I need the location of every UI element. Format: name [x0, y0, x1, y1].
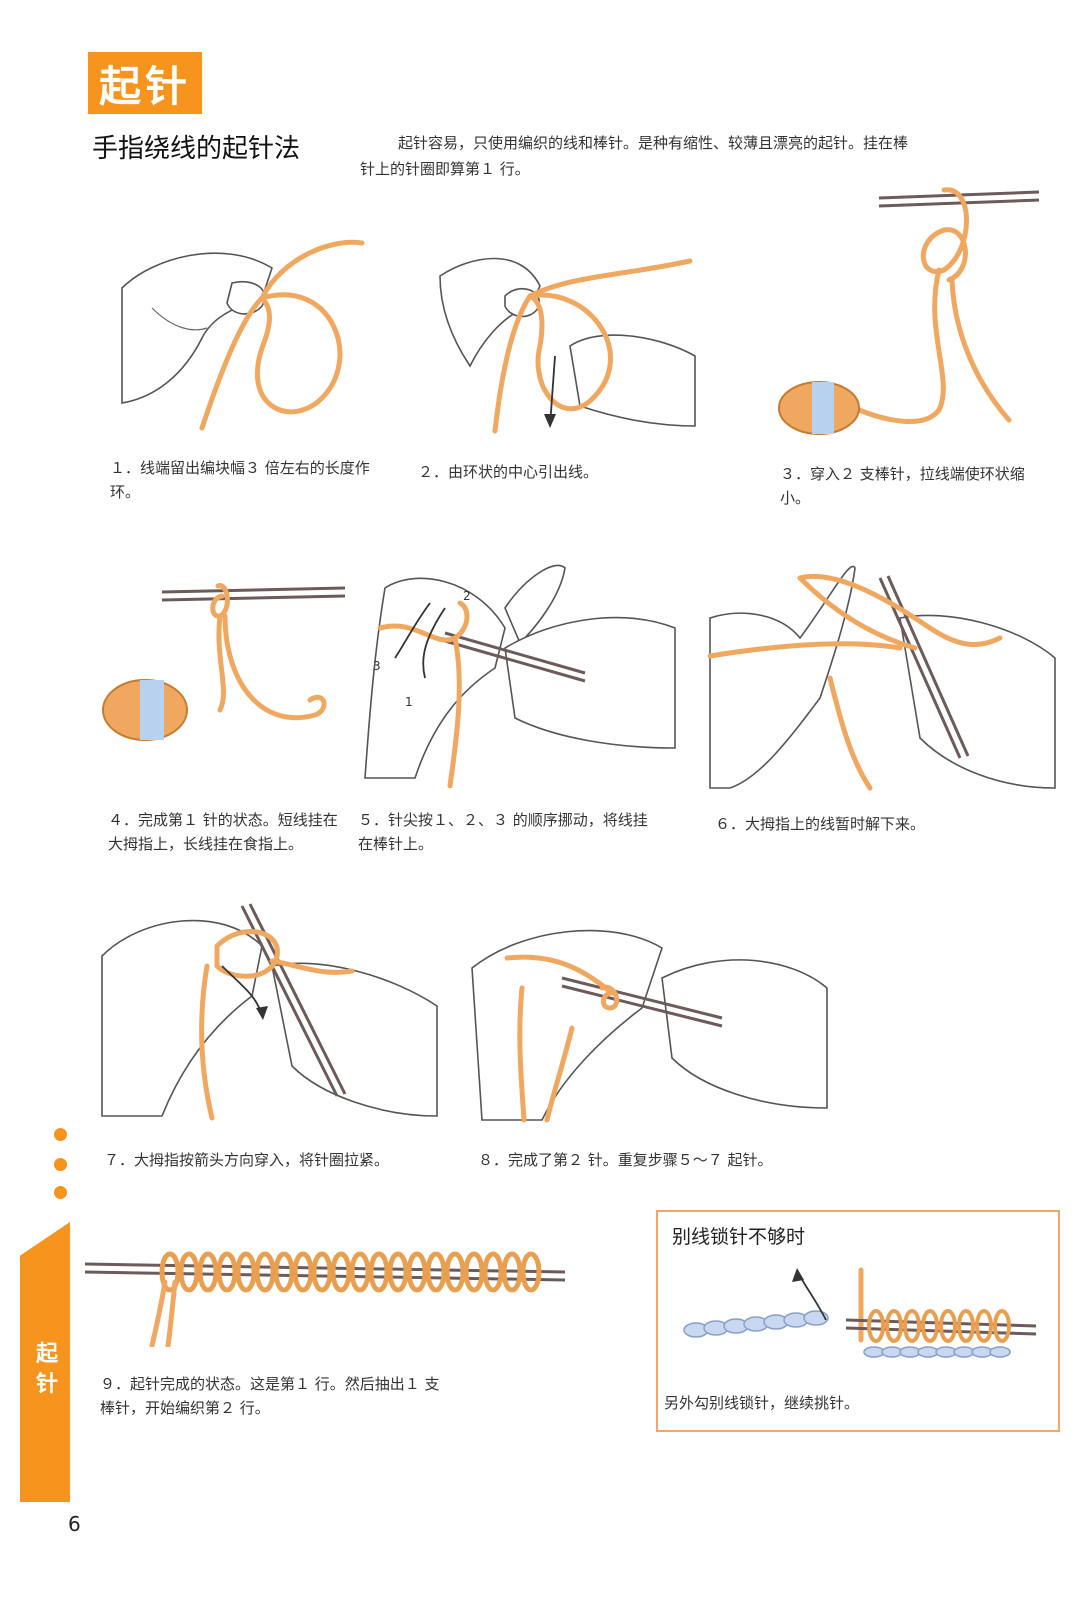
- tip-title: 别线锁针不够时: [672, 1226, 806, 1248]
- stitch-loop: [273, 1251, 295, 1293]
- picked-stitch: [921, 1309, 939, 1343]
- chain-stitch: [803, 1310, 829, 1326]
- page-number: 6: [68, 1512, 81, 1536]
- stitch-loop: [406, 1251, 428, 1293]
- step-3-illustration: [778, 187, 1040, 435]
- decor-dot-1: [54, 1128, 67, 1141]
- stitch-loop: [235, 1251, 257, 1293]
- arrow-label-2: 2: [463, 589, 471, 603]
- picked-stitch: [975, 1309, 993, 1343]
- stitch-loop: [159, 1251, 181, 1293]
- picked-stitch: [939, 1309, 957, 1343]
- stitch-loop: [197, 1251, 219, 1293]
- picked-stitch: [993, 1309, 1011, 1343]
- tip-illustration: [683, 1267, 1037, 1358]
- picked-stitch: [903, 1309, 921, 1343]
- chain-stitch: [881, 1346, 903, 1358]
- stitch-loop: [387, 1251, 409, 1293]
- step-7-caption: ７．大拇指按箭头方向穿入，将针圈拉紧。: [104, 1151, 390, 1169]
- step-5-illustration: 2 3 1: [364, 564, 676, 788]
- step-3-caption: ３．穿入２ 支棒针，拉线端使环状缩小。: [780, 465, 1025, 507]
- stitch-loop: [425, 1251, 447, 1293]
- arrow-label-1: 1: [405, 695, 413, 709]
- stitch-loop: [349, 1251, 371, 1293]
- stitch-loop: [444, 1251, 466, 1293]
- arrow-label-3: 3: [373, 659, 381, 673]
- stitch-loop: [501, 1251, 523, 1293]
- step-7-illustration: [101, 903, 438, 1121]
- stitch-loop: [463, 1251, 485, 1293]
- picked-stitch: [957, 1309, 975, 1343]
- step-8-caption: ８．完成了第２ 针。重复步骤５～７ 起针。: [478, 1151, 773, 1169]
- chain-stitch: [863, 1346, 885, 1358]
- sidebar-label: 起针: [35, 1342, 58, 1397]
- step-4-illustration: [102, 583, 346, 741]
- picked-stitch: [867, 1309, 885, 1343]
- decor-dot-3: [54, 1186, 67, 1199]
- page-subtitle: 手指绕线的起针法: [92, 134, 301, 164]
- stitch-loop: [254, 1251, 276, 1293]
- step-1-caption: １．线端留出编块幅３ 倍左右的长度作环。: [110, 459, 370, 501]
- sidebar-tab: [20, 1222, 70, 1502]
- step-8-illustration: [471, 929, 828, 1123]
- stitch-loop: [520, 1251, 542, 1293]
- decor-dot-2: [54, 1158, 67, 1171]
- picked-stitch: [885, 1309, 903, 1343]
- step-6-caption: ６．大拇指上的线暂时解下来。: [715, 815, 926, 833]
- chain-stitch: [989, 1346, 1011, 1358]
- step-6-illustration: [707, 565, 1056, 791]
- chain-stitch: [953, 1346, 975, 1358]
- stitch-loop: [292, 1251, 314, 1293]
- chain-stitch: [899, 1346, 921, 1358]
- step-2-illustration: [439, 257, 696, 434]
- intro-paragraph: 起针容易，只使用编织的线和棒针。是种有缩性、较薄且漂亮的起针。挂在棒针上的针圈即…: [360, 134, 909, 178]
- chain-stitch: [971, 1346, 993, 1358]
- stitch-loop: [311, 1251, 333, 1293]
- stitch-loop: [330, 1251, 352, 1293]
- stitch-loop: [368, 1251, 390, 1293]
- step-9-illustration: [84, 1251, 566, 1347]
- step-1-illustration: [121, 239, 365, 431]
- tip-caption: 另外勾别线锁针，继续挑针。: [664, 1394, 860, 1412]
- chain-stitch: [935, 1346, 957, 1358]
- stitch-loop: [178, 1251, 200, 1293]
- chain-stitch: [917, 1346, 939, 1358]
- step-2-caption: ２．由环状的中心引出线。: [418, 463, 599, 481]
- stitch-loop: [216, 1251, 238, 1293]
- step-4-caption: ４．完成第１ 针的状态。短线挂在大拇指上，长线挂在食指上。: [108, 811, 338, 853]
- step-5-caption: ５．针尖按１、２、３ 的顺序挪动，将线挂在棒针上。: [358, 811, 648, 853]
- stitch-loop: [482, 1251, 504, 1293]
- step-9-caption: ９．起针完成的状态。这是第１ 行。然后抽出１ 支棒针，开始编织第２ 行。: [100, 1375, 440, 1417]
- section-title-badge: 起针: [88, 52, 202, 114]
